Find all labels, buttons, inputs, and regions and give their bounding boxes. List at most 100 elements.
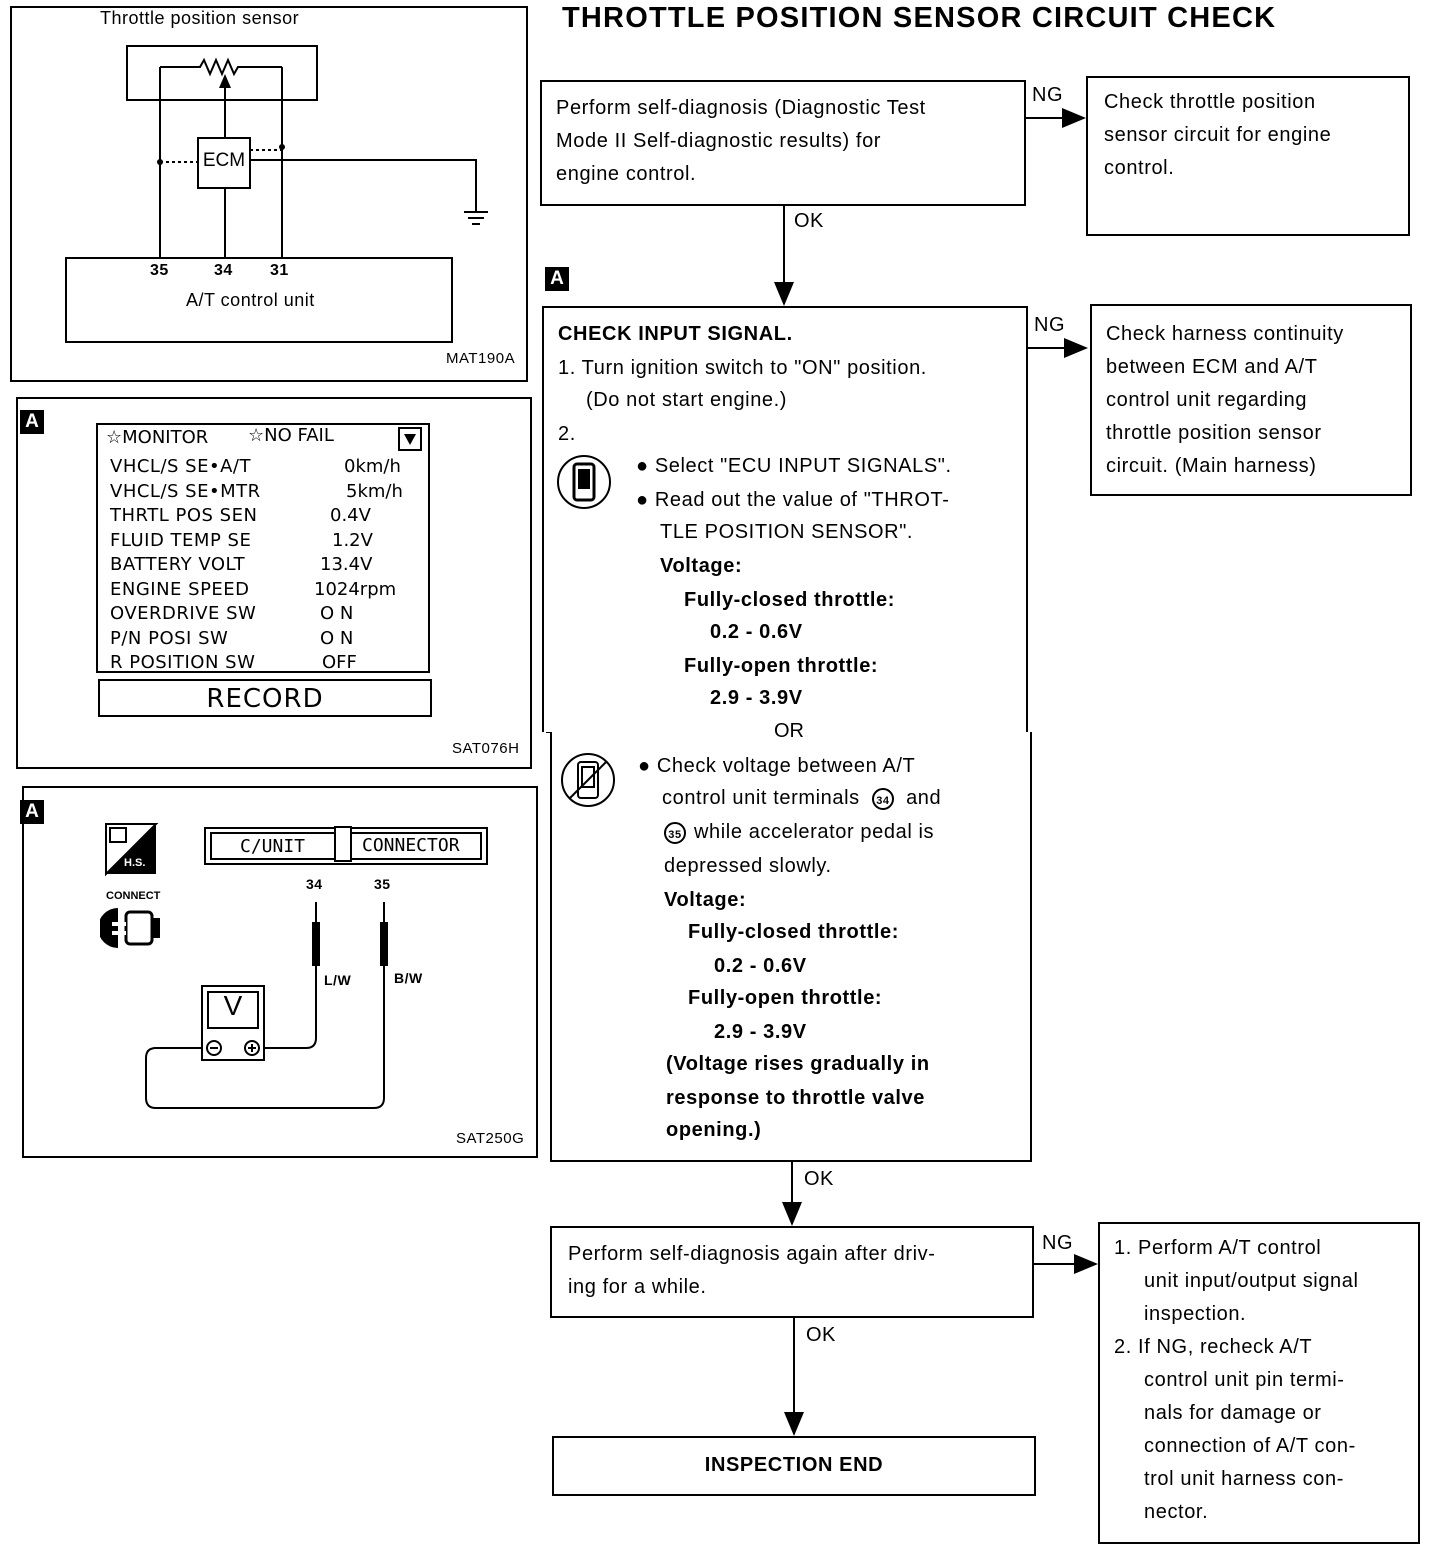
step2-alt-bullet: ● Check voltage between A/T [638, 755, 916, 777]
step1-ok-label: OK [794, 210, 824, 232]
step2-alt-box [550, 732, 1032, 1162]
step3-ng-line-2: unit input/output signal [1144, 1270, 1359, 1292]
step2-alt-voltage-label: Voltage: [664, 889, 747, 911]
connect-plug-icon [100, 908, 160, 948]
monitor-tag: A [20, 410, 44, 434]
step1-line-2: Mode II Self-diagnostic results) for [556, 130, 882, 152]
connector-tab [334, 826, 352, 862]
voltmeter-code: SAT250G [456, 1130, 525, 1147]
step3-ng-line-8: trol unit harness con- [1144, 1468, 1344, 1490]
step2-alt-closed-label: Fully-closed throttle: [688, 921, 899, 943]
step3-ng-line-4: 2. If NG, recheck A/T [1114, 1336, 1313, 1358]
monitor-header-left: ☆MONITOR [106, 427, 209, 448]
step2-alt-line-3: 35 while accelerator pedal is [664, 816, 934, 849]
step2-heading: CHECK INPUT SIGNAL. [558, 323, 793, 345]
voltmeter-tag: A [20, 800, 44, 824]
throttle-sensor-label: Throttle position sensor [100, 8, 300, 28]
consult-tester-icon [557, 455, 611, 509]
voltmeter-v-label: V [223, 990, 243, 1021]
terminal-34-icon: 34 [871, 787, 894, 810]
step3-ng-line-5: control unit pin termi- [1144, 1369, 1345, 1391]
step2-ok-label: OK [804, 1168, 834, 1190]
schematic-code: MAT190A [446, 350, 516, 367]
step3-ng-box: 1. Perform A/T control unit input/output… [1098, 1222, 1420, 1544]
monitor-row-value: 13.4V [320, 554, 373, 575]
step2-note-3: opening.) [666, 1119, 762, 1141]
pin-35-label: 35 [150, 262, 169, 279]
step2-bullet-1-text: Select "ECU INPUT SIGNALS". [654, 455, 952, 477]
step2-bullet-2: ● Read out the value of "THROT- [636, 489, 950, 511]
scroll-down-icon[interactable] [398, 427, 422, 451]
step2-item-1: 1. Turn ignition switch to "ON" position… [558, 357, 927, 379]
page-title: THROTTLE POSITION SENSOR CIRCUIT CHECK [562, 2, 1277, 34]
probe-pin-35: 35 [374, 876, 391, 892]
monitor-row-name: VHCL/S SE•MTR [110, 480, 261, 502]
step3-ng-line-6: nals for damage or [1144, 1402, 1322, 1424]
step2-ng-line-3: control unit regarding [1106, 389, 1308, 411]
step2-ng-label: NG [1034, 314, 1065, 336]
step2-closed-value: 0.2 - 0.6V [710, 621, 803, 643]
wire-lw-label: L/W [324, 972, 352, 988]
step2-voltage-label: Voltage: [660, 555, 743, 577]
record-label: RECORD [206, 684, 324, 714]
step2-ng-line-2: between ECM and A/T [1106, 356, 1318, 378]
step2-open-value: 2.9 - 3.9V [710, 687, 803, 709]
step1-ng-line-2: sensor circuit for engine [1104, 124, 1332, 146]
step2-ng-box: Check harness continuity between ECM and… [1090, 304, 1412, 496]
step2-ng-line-5: circuit. (Main harness) [1106, 455, 1317, 477]
monitor-row-value: O N [320, 603, 354, 624]
step2-ng-line-4: throttle position sensor [1106, 422, 1322, 444]
monitor-screen [96, 423, 430, 673]
step2-alt-line-4: depressed slowly. [664, 855, 832, 877]
step2-alt-line-2-text: control unit terminals [662, 787, 860, 809]
step2-tag: A [545, 267, 569, 291]
step1-ng-line-1: Check throttle position [1104, 91, 1316, 113]
step1-ng-label: NG [1032, 84, 1063, 106]
monitor-row-value: OFF [322, 652, 357, 673]
monitor-row-value: O N [320, 627, 354, 649]
wire-bw-label: B/W [394, 970, 423, 986]
cunit-label: C/UNIT [240, 836, 306, 857]
step2-alt-closed-value: 0.2 - 0.6V [714, 955, 807, 977]
step3-ng-line-1: 1. Perform A/T control [1114, 1237, 1322, 1259]
pin-31-label: 31 [270, 262, 289, 279]
monitor-row-name: FLUID TEMP SE [110, 529, 252, 551]
step3-ng-line-3: inspection. [1144, 1303, 1247, 1325]
monitor-row-name: THRTL POS SEN [110, 505, 258, 526]
connect-label: CONNECT [106, 890, 161, 902]
record-button[interactable]: RECORD [98, 679, 432, 717]
step2-alt-line-2: control unit terminals 34 and [662, 782, 941, 815]
step3-ng-line-7: connection of A/T con- [1144, 1435, 1356, 1457]
step1-ng-line-3: control. [1104, 157, 1175, 179]
monitor-row-name: BATTERY VOLT [110, 554, 246, 575]
step3-ng-line-9: nector. [1144, 1501, 1209, 1523]
step1-line-3: engine control. [556, 163, 697, 185]
ecm-label: ECM [202, 150, 246, 171]
step1-ng-box: Check throttle position sensor circuit f… [1086, 76, 1410, 236]
schematic-figure [10, 6, 528, 382]
step2-bullet-2-text: Read out the value of "THROT- [654, 489, 950, 511]
no-tester-icon [561, 753, 615, 807]
step2-or-label: OR [770, 720, 808, 743]
step2-alt-line-3-text: while accelerator pedal is [694, 821, 935, 843]
monitor-row-name: OVERDRIVE SW [110, 603, 257, 624]
step2-note-2: response to throttle valve [666, 1087, 925, 1109]
terminal-35-icon: 35 [664, 821, 686, 844]
step3-line-2: ing for a while. [568, 1276, 707, 1298]
hs-label: H.S. [124, 857, 146, 869]
monitor-row-value: 1.2V [332, 529, 373, 551]
step2-box [542, 306, 1028, 732]
monitor-row-value: 0km/h [344, 456, 401, 477]
step2-alt-line-2-and: and [906, 787, 942, 809]
monitor-row-value: 5km/h [346, 480, 403, 502]
step2-closed-label: Fully-closed throttle: [684, 589, 895, 611]
connector-label: CONNECTOR [362, 835, 460, 856]
step2-alt-open-value: 2.9 - 3.9V [714, 1021, 807, 1043]
pin-34-label: 34 [214, 262, 233, 279]
at-control-unit-label: A/T control unit [186, 290, 315, 310]
step2-bullet-2b: TLE POSITION SENSOR". [660, 521, 914, 543]
step1-box: Perform self-diagnosis (Diagnostic Test … [540, 80, 1026, 206]
monitor-row-name: ENGINE SPEED [110, 578, 250, 600]
step3-ok-label: OK [806, 1324, 836, 1346]
inspection-end-box: INSPECTION END [552, 1436, 1036, 1496]
